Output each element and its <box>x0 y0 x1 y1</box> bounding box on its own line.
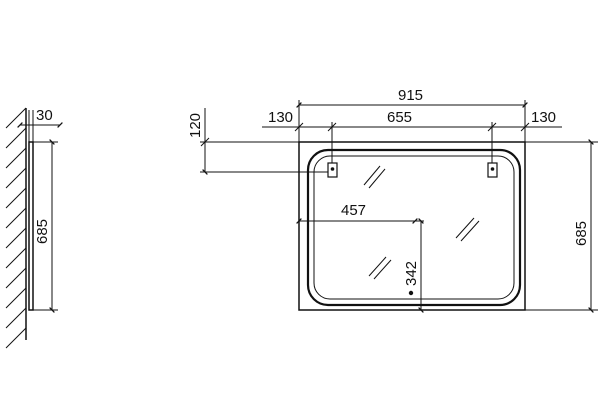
side-height-label: 685 <box>34 219 51 244</box>
front-view: 915 130 655 130 120 685 <box>187 87 598 313</box>
hanger-drop-label: 120 <box>187 113 204 138</box>
sensor-x-label: 457 <box>341 202 366 219</box>
sensor-y-label: 342 <box>403 261 420 286</box>
touch-sensor-dot <box>408 290 414 296</box>
glass-reflection-marks <box>363 165 480 280</box>
thickness-dimension: 30 <box>17 107 63 142</box>
overall-height-dimension: 685 <box>525 139 598 313</box>
hanger-spacing-label: 655 <box>387 109 412 126</box>
right-margin-label: 130 <box>531 109 556 126</box>
hanger-drop-dimension: 120 <box>187 108 328 175</box>
hanger-spacing-dimensions: 130 655 130 <box>262 109 562 163</box>
overall-width-dimension: 915 <box>296 87 528 142</box>
overall-height-label: 685 <box>573 221 590 246</box>
led-frame <box>306 148 522 307</box>
sensor-x-dimension: 457 <box>296 202 418 224</box>
sensor-y-dimension: 342 <box>403 218 428 313</box>
left-hanger <box>327 162 338 178</box>
thickness-label: 30 <box>36 107 53 124</box>
left-margin-label: 130 <box>268 109 293 126</box>
side-height-dimension: 685 <box>33 139 58 313</box>
wall-hatching <box>5 107 27 349</box>
right-hanger <box>487 162 498 178</box>
overall-width-label: 915 <box>398 87 423 104</box>
led-frame-inner <box>313 155 515 300</box>
side-view: 30 685 <box>5 107 63 349</box>
mirror-side-profile <box>28 141 34 311</box>
